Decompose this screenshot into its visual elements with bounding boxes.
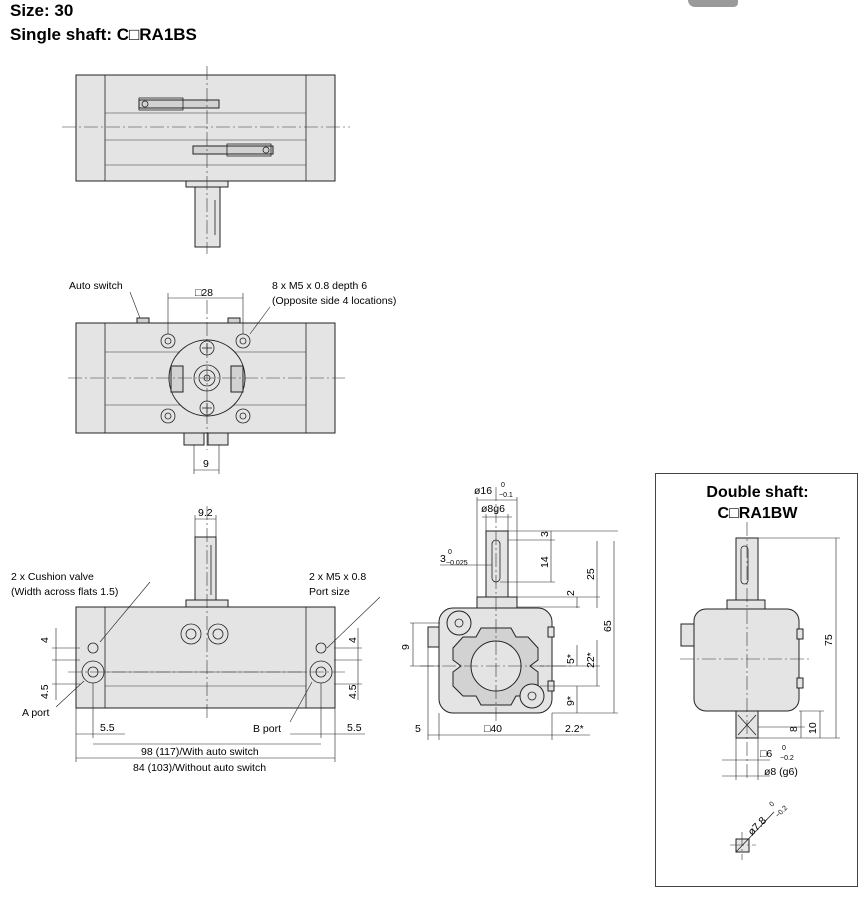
front-view: [68, 291, 345, 474]
label-d3-tol-lower: −0.025: [446, 560, 468, 567]
label-dim-5-5-right: 5.5: [347, 722, 362, 734]
label-a-port: A port: [22, 707, 50, 719]
label-dim-65: 65: [602, 620, 614, 632]
label-without-auto-switch: 84 (103)/Without auto switch: [133, 762, 266, 774]
label-dim-9-2: 9.2: [198, 507, 213, 519]
label-d7-8-tol-upper: 0: [768, 801, 776, 809]
label-dim-9-star: 9*: [565, 696, 577, 706]
label-dim-5-5-left: 5.5: [100, 722, 115, 734]
label-dim-22-star: 22*: [585, 652, 597, 668]
label-b-port: B port: [253, 723, 281, 735]
label-m5-depth: 8 x M5 x 0.8 depth 6: [272, 280, 367, 292]
label-port-size: Port size: [309, 586, 350, 598]
label-dim-3: 3: [539, 531, 551, 537]
label-d16-tol-lower: −0.1: [499, 492, 513, 499]
label-dim-5-side: 5: [415, 723, 421, 735]
size-title: Size: 30: [10, 1, 74, 20]
single-shaft-title: Single shaft: C□RA1BS: [10, 25, 197, 44]
label-dim-10: 10: [807, 722, 819, 734]
product-photo-fragment: [688, 0, 738, 7]
label-dim-2: 2: [565, 590, 577, 596]
label-sq40: □40: [484, 723, 502, 735]
label-dim-75: 75: [823, 634, 835, 646]
label-d8g6: ø8g6: [481, 503, 505, 515]
label-with-auto-switch: 98 (117)/With auto switch: [141, 746, 259, 758]
label-sq6-tol-lower: −0.2: [780, 755, 794, 762]
label-dim-9-side: 9: [400, 644, 412, 650]
label-cushion-valve: 2 x Cushion valve: [11, 571, 94, 583]
label-dim-8: 8: [788, 726, 800, 732]
label-dim-9-top: 9: [203, 458, 209, 470]
label-dim-2-2-star: 2.2*: [565, 723, 584, 735]
label-d16: ø16: [474, 485, 492, 497]
end-view: [410, 487, 618, 740]
label-sq6: □6: [760, 748, 772, 760]
label-auto-switch: Auto switch: [69, 280, 123, 292]
label-d8-g6: ø8 (g6): [764, 766, 798, 778]
label-dim-14: 14: [539, 556, 551, 568]
double-shaft-frame: Double shaft: C□RA1BW: [655, 473, 858, 887]
label-dim-4-right: 4: [347, 637, 359, 643]
double-shaft-title: Double shaft:: [706, 484, 809, 501]
label-dim-25: 25: [585, 568, 597, 580]
label-m5-port: 2 x M5 x 0.8: [309, 571, 366, 583]
label-d3: 3: [440, 553, 446, 565]
label-d16-tol-upper: 0: [501, 482, 505, 489]
label-d3-tol-upper: 0: [448, 549, 452, 556]
label-dim-4-left: 4: [39, 637, 51, 643]
double-shaft-model: C□RA1BW: [717, 505, 798, 522]
label-opposite-side: (Opposite side 4 locations): [272, 295, 396, 307]
top-view: [62, 66, 350, 254]
label-dim-4-5-left: 4.5: [39, 684, 51, 699]
port-view: [52, 506, 381, 762]
label-sq6-tol-upper: 0: [782, 745, 786, 752]
label-width-across-flats: (Width across flats 1.5): [11, 586, 118, 598]
label-dim-4-5-right: 4.5: [347, 684, 359, 699]
label-dim-5-star: 5*: [565, 654, 577, 664]
label-square28: □28: [195, 287, 213, 299]
double-shaft-view: [680, 522, 840, 860]
